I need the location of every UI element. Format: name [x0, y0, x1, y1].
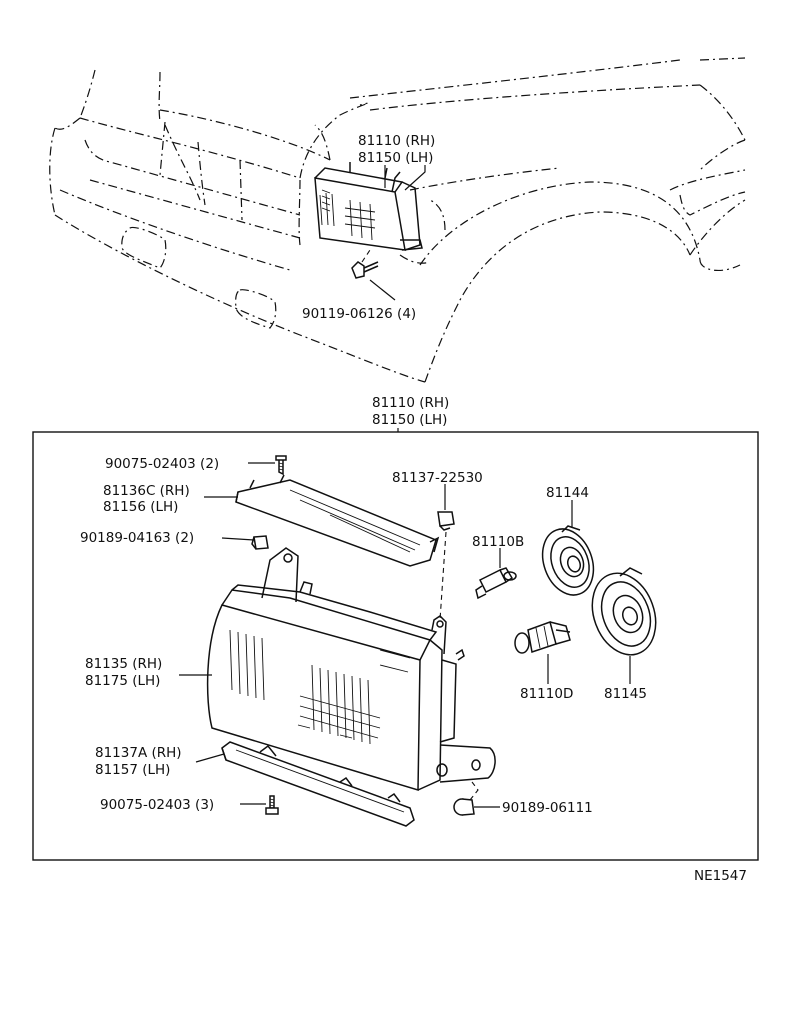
- label-mid-lh: 81150 (LH): [372, 412, 447, 428]
- label-top-lh: 81150 (LH): [358, 150, 433, 166]
- label-top-rh: 81110 (RH): [358, 133, 435, 149]
- label-nut-a: 90189-04163 (2): [80, 530, 194, 546]
- leader-nut-a: [221, 537, 255, 541]
- label-cover-b: 81145: [604, 686, 647, 702]
- label-upper-bracket-rh: 81136C (RH): [103, 483, 190, 499]
- label-upper-bracket-lh: 81156 (LH): [103, 499, 178, 515]
- label-headlamp-rh: 81135 (RH): [85, 656, 162, 672]
- nut-a: [251, 535, 269, 550]
- nut-b: [453, 781, 479, 816]
- label-headlamp-lh: 81175 (LH): [85, 673, 160, 689]
- label-cover-a: 81144: [546, 485, 589, 501]
- vehicle-body-outline: [49, 57, 746, 383]
- exploded-view-frame: [32, 431, 759, 861]
- label-lower-bracket-lh: 81157 (LH): [95, 762, 170, 778]
- screw-b: [265, 795, 279, 815]
- label-socket-b: 81110B: [472, 534, 524, 550]
- label-clip: 81137-22530: [392, 470, 483, 486]
- clip: [437, 511, 455, 621]
- socket-b: [475, 567, 517, 600]
- top-bolt: [351, 249, 379, 279]
- label-screw-b: 90075-02403 (3): [100, 797, 214, 813]
- label-screw-a: 90075-02403 (2): [105, 456, 219, 472]
- lower-bracket: [221, 741, 415, 827]
- leader-lower-bracket: [195, 753, 225, 763]
- label-mid-rh: 81110 (RH): [372, 395, 449, 411]
- screw-a: [275, 455, 287, 476]
- label-top-bolt: 90119-06126 (4): [302, 306, 416, 322]
- headlamp-housing: [206, 547, 496, 792]
- label-bulb-d: 81110D: [520, 686, 573, 702]
- dust-cover-b: [591, 567, 657, 656]
- installed-headlamp: [314, 162, 423, 251]
- upper-bracket: [235, 474, 440, 567]
- label-nut-b: 90189-06111: [502, 800, 593, 816]
- drawing-code: NE1547: [694, 868, 747, 884]
- top-leaders: [369, 165, 426, 301]
- label-lower-bracket-rh: 81137A (RH): [95, 745, 182, 761]
- bulb-d: [514, 621, 571, 654]
- dust-cover-a: [541, 525, 595, 596]
